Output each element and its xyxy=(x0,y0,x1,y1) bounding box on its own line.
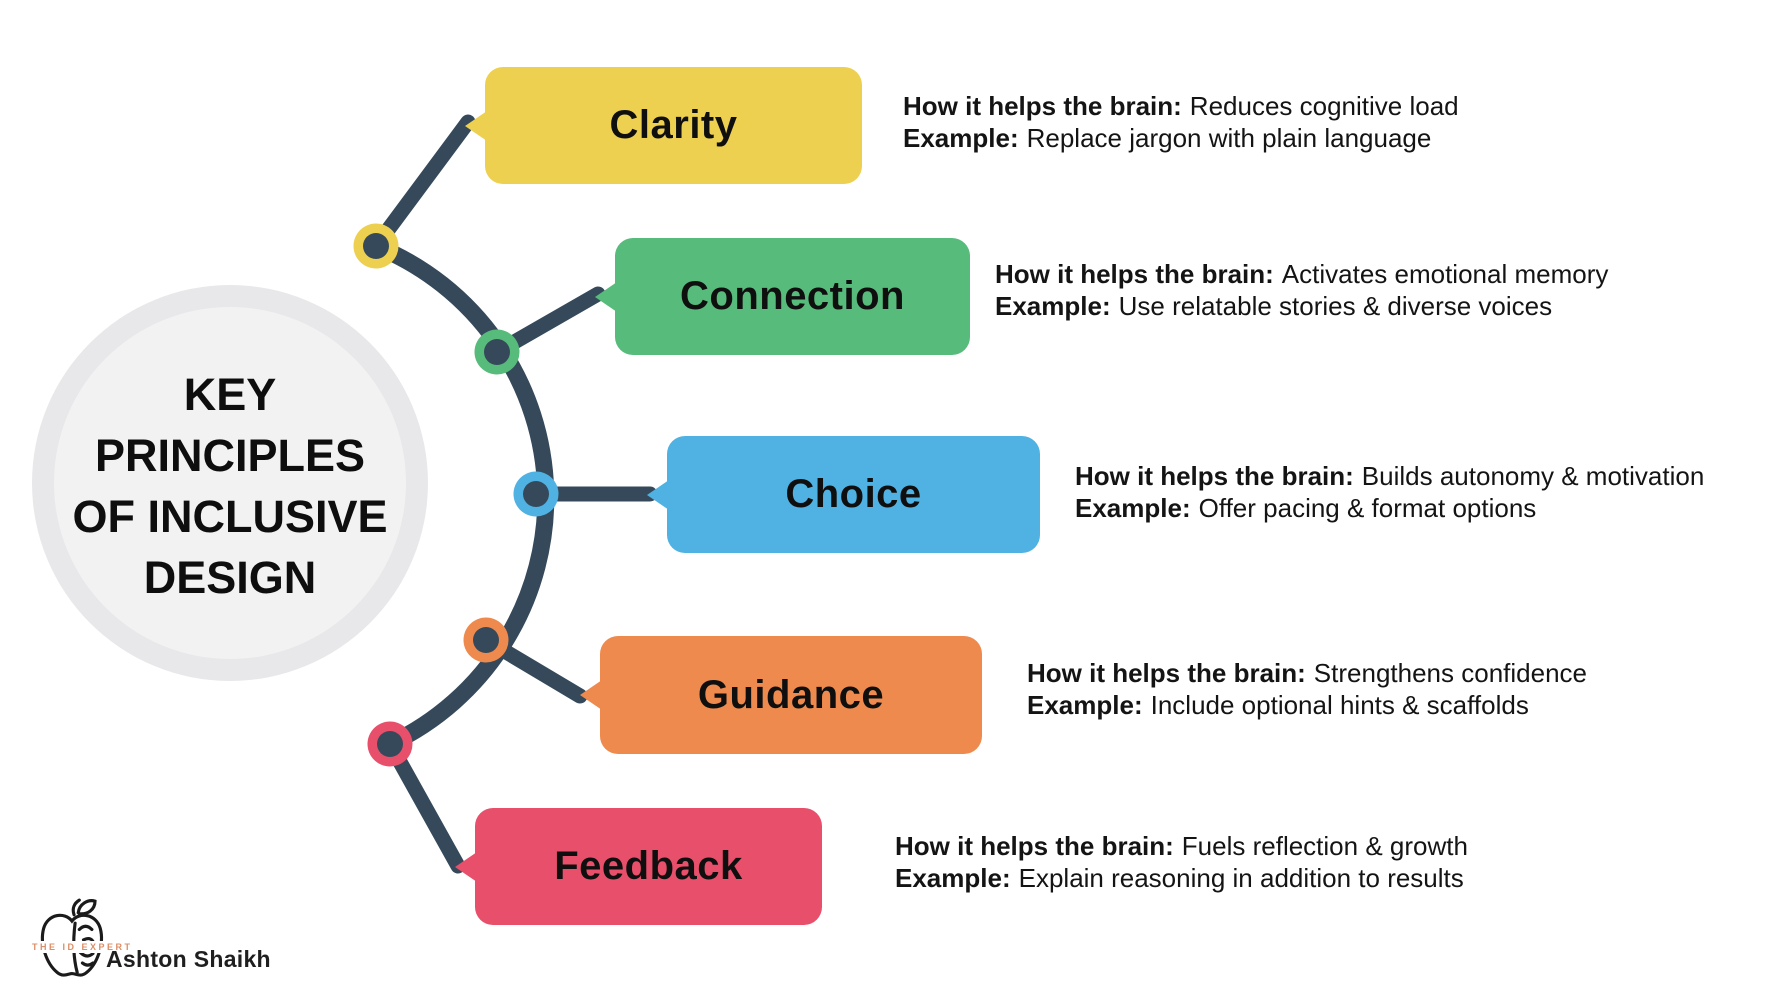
node-core-connection xyxy=(484,339,510,365)
brand-logo xyxy=(34,898,112,984)
example-text: Replace jargon with plain language xyxy=(1026,123,1432,153)
example-text: Use relatable stories & diverse voices xyxy=(1118,291,1553,321)
connector-clarity xyxy=(368,114,476,254)
desc-clarity-brain: How it helps the brain:Reduces cognitive… xyxy=(903,90,1459,122)
desc-guidance-example: Example:Include optional hints & scaffol… xyxy=(1027,689,1587,721)
author-name: Ashton Shaikh xyxy=(106,946,271,972)
example-text: Offer pacing & format options xyxy=(1198,493,1537,523)
connector-feedback xyxy=(382,736,466,874)
example-text: Include optional hints & scaffolds xyxy=(1150,690,1529,720)
bubble-feedback: Feedback xyxy=(455,808,822,925)
desc-choice-brain: How it helps the brain:Builds autonomy &… xyxy=(1075,460,1704,492)
brain-prefix: How it helps the brain: xyxy=(1027,658,1306,688)
desc-clarity-example: Example:Replace jargon with plain langua… xyxy=(903,122,1459,154)
brain-prefix: How it helps the brain: xyxy=(1075,461,1354,491)
main-title: KEY PRINCIPLES OF INCLUSIVE DESIGN xyxy=(72,358,387,608)
main-title-line: PRINCIPLES xyxy=(94,430,366,481)
brain-text: Strengthens confidence xyxy=(1313,658,1587,688)
bubble-label-clarity: Clarity xyxy=(609,103,738,147)
bubble-label-choice: Choice xyxy=(785,472,922,516)
desc-guidance: How it helps the brain:Strengthens confi… xyxy=(1027,657,1587,721)
central-circle-inner: KEY PRINCIPLES OF INCLUSIVE DESIGN xyxy=(54,307,406,659)
example-prefix: Example: xyxy=(895,863,1011,893)
node-core-choice xyxy=(523,481,549,507)
bubble-tail-choice xyxy=(647,479,669,510)
bubble-clarity: Clarity xyxy=(465,67,862,184)
bubble-tail-clarity xyxy=(465,110,487,141)
bubble-connection: Connection xyxy=(595,238,970,355)
bubble-tail-feedback xyxy=(455,851,477,882)
desc-clarity: How it helps the brain:Reduces cognitive… xyxy=(903,90,1459,154)
desc-feedback-example: Example:Explain reasoning in addition to… xyxy=(895,862,1468,894)
main-title-line: KEY xyxy=(183,369,277,420)
bubble-label-connection: Connection xyxy=(680,274,905,318)
desc-feedback-brain: How it helps the brain:Fuels reflection … xyxy=(895,830,1468,862)
desc-connection: How it helps the brain:Activates emotion… xyxy=(995,258,1608,322)
desc-guidance-brain: How it helps the brain:Strengthens confi… xyxy=(1027,657,1587,689)
bubble-tail-connection xyxy=(595,281,617,312)
brain-text: Builds autonomy & motivation xyxy=(1361,461,1705,491)
bubble-choice: Choice xyxy=(647,436,1040,553)
node-core-clarity xyxy=(363,233,389,259)
brain-prefix: How it helps the brain: xyxy=(903,91,1182,121)
desc-feedback: How it helps the brain:Fuels reflection … xyxy=(895,830,1468,894)
desc-choice-example: Example:Offer pacing & format options xyxy=(1075,492,1704,524)
example-prefix: Example: xyxy=(903,123,1019,153)
main-title-line: OF INCLUSIVE xyxy=(72,491,388,542)
desc-choice: How it helps the brain:Builds autonomy &… xyxy=(1075,460,1704,524)
desc-connection-brain: How it helps the brain:Activates emotion… xyxy=(995,258,1608,290)
example-text: Explain reasoning in addition to results xyxy=(1018,863,1464,893)
example-prefix: Example: xyxy=(1027,690,1143,720)
bubble-guidance: Guidance xyxy=(580,636,982,754)
brain-prefix: How it helps the brain: xyxy=(895,831,1174,861)
brain-text: Fuels reflection & growth xyxy=(1181,831,1468,861)
node-core-guidance xyxy=(473,627,499,653)
logo-wordmark: THE ID EXPERT xyxy=(30,941,135,953)
apple-brain-logo-icon xyxy=(40,898,103,977)
example-prefix: Example: xyxy=(995,291,1111,321)
desc-connection-example: Example:Use relatable stories & diverse … xyxy=(995,290,1608,322)
brain-text: Activates emotional memory xyxy=(1281,259,1609,289)
main-title-line: DESIGN xyxy=(143,552,317,603)
bubble-label-feedback: Feedback xyxy=(554,844,743,888)
example-prefix: Example: xyxy=(1075,493,1191,523)
brain-text: Reduces cognitive load xyxy=(1189,91,1459,121)
node-core-feedback xyxy=(377,731,403,757)
bubble-tail-guidance xyxy=(580,680,602,710)
central-circle: KEY PRINCIPLES OF INCLUSIVE DESIGN xyxy=(32,285,428,681)
brain-prefix: How it helps the brain: xyxy=(995,259,1274,289)
bubble-label-guidance: Guidance xyxy=(697,672,885,717)
